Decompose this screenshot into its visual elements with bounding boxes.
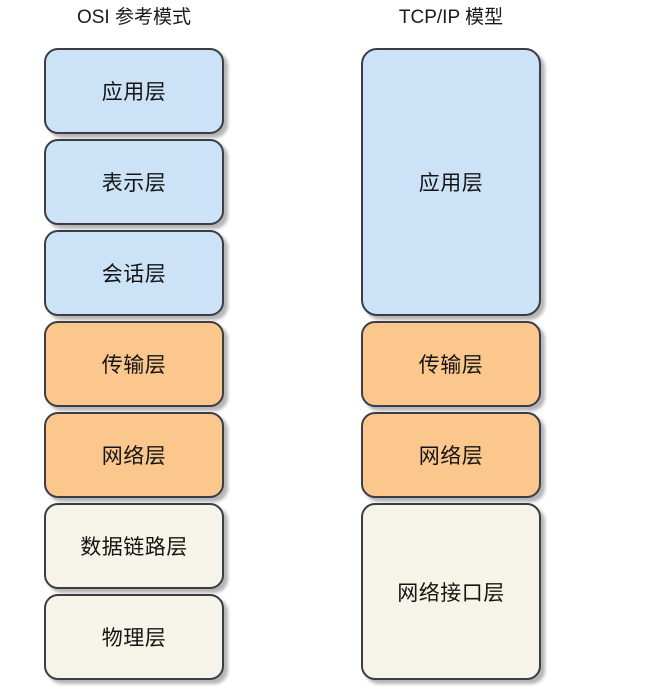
tcpip-network-layer-box: 网络层 [361, 412, 541, 498]
osi-column-title: OSI 参考模式 [76, 7, 191, 28]
tcpip-transport-layer-box: 传输层 [361, 321, 541, 407]
osi-presentation-layer-label: 表示层 [101, 172, 167, 195]
osi-column: 应用层 表示层 会话层 传输层 网络层 数据链路层 物理层 [44, 48, 224, 680]
osi-application-layer-box: 应用层 [44, 48, 224, 134]
tcpip-transport-layer-label: 传输层 [418, 354, 484, 377]
osi-physical-layer-label: 物理层 [101, 627, 167, 650]
tcpip-application-layer-box: 应用层 [361, 48, 541, 316]
tcpip-column-title: TCP/IP 模型 [398, 7, 504, 28]
osi-network-layer-label: 网络层 [101, 445, 167, 468]
osi-datalink-layer-box: 数据链路层 [44, 503, 224, 589]
tcpip-application-layer-label: 应用层 [418, 172, 484, 195]
osi-transport-layer-label: 传输层 [101, 354, 167, 377]
osi-application-layer-label: 应用层 [101, 81, 167, 104]
tcpip-network-layer-label: 网络层 [418, 445, 484, 468]
osi-datalink-layer-label: 数据链路层 [80, 536, 188, 559]
osi-session-layer-label: 会话层 [101, 263, 167, 286]
osi-physical-layer-box: 物理层 [44, 594, 224, 680]
tcpip-network-interface-layer-label: 网络接口层 [397, 581, 505, 605]
osi-network-layer-box: 网络层 [44, 412, 224, 498]
osi-presentation-layer-box: 表示层 [44, 139, 224, 225]
osi-transport-layer-box: 传输层 [44, 321, 224, 407]
tcpip-network-interface-layer-box: 网络接口层 [361, 503, 541, 680]
osi-session-layer-box: 会话层 [44, 230, 224, 316]
tcpip-column: 应用层 传输层 网络层 网络接口层 [361, 48, 541, 680]
